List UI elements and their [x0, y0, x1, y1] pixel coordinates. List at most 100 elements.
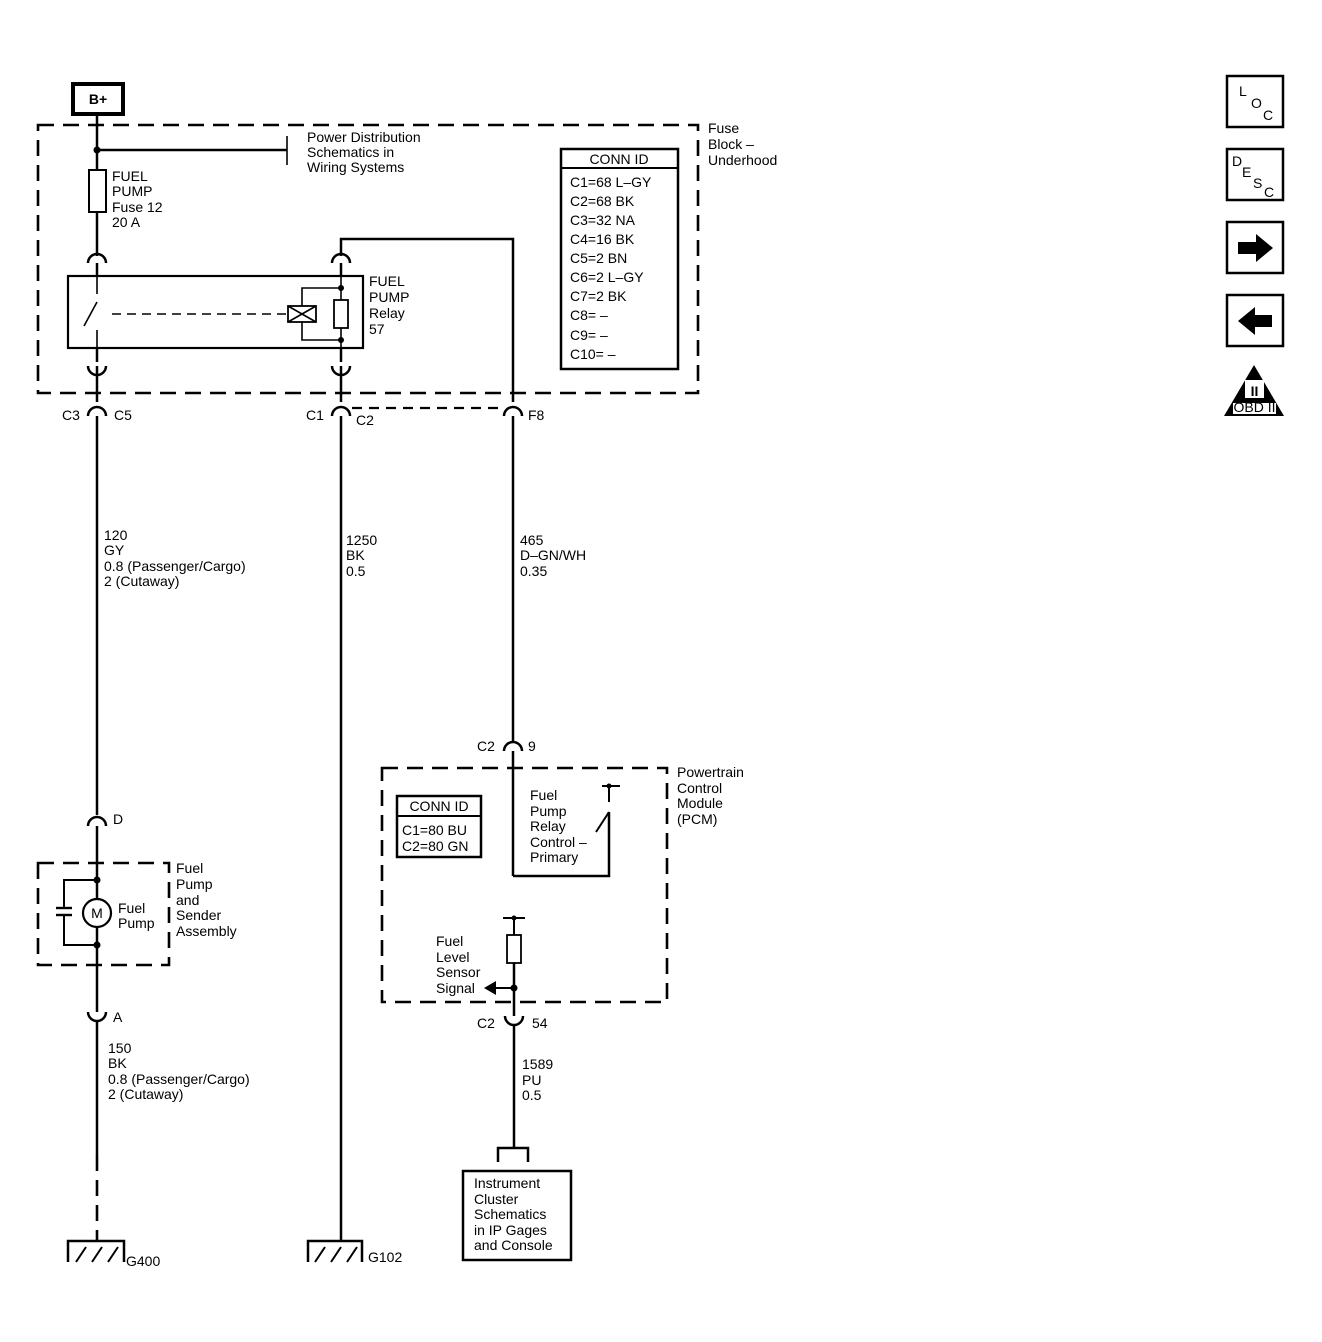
ground-g102 [306, 1239, 364, 1263]
connector-label: C2 [477, 1015, 495, 1031]
relay-control-line: Fuel [530, 787, 557, 803]
power-distribution-line: Schematics in [307, 144, 394, 160]
relay-switch-blade [83, 301, 98, 327]
wire-465-label: 465 D–GN/WH 0.35 [520, 532, 586, 579]
fuel-level-line: Level [436, 949, 469, 965]
prev-page-button[interactable] [1225, 293, 1285, 348]
connector-label: 9 [528, 738, 536, 754]
splice-dot [606, 783, 612, 789]
wire-label-line: 0.35 [520, 563, 547, 579]
wire-label-line: 1250 [346, 532, 377, 548]
reference-bracket [496, 1146, 530, 1162]
fuel-pump-fuse [88, 169, 107, 213]
instrument-cluster-line: Schematics [474, 1206, 546, 1222]
relay-label: FUEL PUMP Relay 57 [369, 273, 409, 337]
connector-arc [86, 252, 108, 264]
pcm-title-line: Control [677, 780, 722, 796]
assembly-title-line: and [176, 892, 199, 908]
power-distribution-ref[interactable]: Power Distribution Schematics in Wiring … [307, 129, 421, 175]
wire-label-line: BK [346, 547, 365, 563]
loc-button[interactable]: L O C [1225, 74, 1285, 129]
wire-label-line: 2 (Cutaway) [104, 573, 179, 589]
pcm-title: Powertrain Control Module (PCM) [677, 764, 744, 827]
wire-label-line: 120 [104, 527, 128, 543]
relay-label-line: PUMP [369, 289, 409, 305]
signal-arrow-icon [484, 981, 496, 995]
fuel-level-line: Fuel [436, 933, 463, 949]
wire-label-line: PU [522, 1072, 541, 1088]
connector-pcm-c2-54 [503, 1015, 525, 1027]
arrow-left-icon [1238, 307, 1272, 335]
conn-id-row: C3=32 NA [570, 212, 636, 228]
wire-label-line: 0.8 (Passenger/Cargo) [108, 1071, 250, 1087]
fuse-label-line: FUEL [112, 168, 148, 184]
relay-coil-x [287, 305, 317, 323]
connector-label: C1 [306, 407, 324, 423]
wire-label-line: 2 (Cutaway) [108, 1086, 183, 1102]
desc-letter: D [1232, 153, 1242, 169]
assembly-title-line: Pump [176, 876, 213, 892]
fuel-pump-assembly-title: Fuel Pump and Sender Assembly [176, 860, 237, 939]
wire-label-line: 150 [108, 1040, 132, 1056]
desc-letter: S [1253, 175, 1262, 191]
conn-id-row: C2=80 GN [402, 838, 469, 854]
splice-dot [338, 285, 344, 291]
arrow-right-icon [1238, 234, 1273, 262]
wire-120-label: 120 GY 0.8 (Passenger/Cargo) 2 (Cutaway) [104, 527, 246, 589]
relay-coil-lead [301, 322, 341, 341]
loc-letter: O [1251, 95, 1262, 111]
connector-d [86, 815, 108, 827]
pcm-title-line: Module [677, 795, 723, 811]
conn-id-row: C10= – [570, 346, 616, 362]
conn-id-row: C2=68 BK [570, 193, 635, 209]
desc-button[interactable]: D E S C [1225, 147, 1285, 202]
fuse-block-title-line: Underhood [708, 152, 777, 168]
ground-label: G400 [126, 1253, 160, 1269]
connector-a [86, 1011, 108, 1023]
wire-label-line: 465 [520, 532, 544, 548]
wire-150-label: 150 BK 0.8 (Passenger/Cargo) 2 (Cutaway) [108, 1040, 250, 1102]
assembly-title-line: Sender [176, 907, 221, 923]
instrument-cluster-ref[interactable]: Instrument Cluster Schematics in IP Gage… [461, 1169, 573, 1262]
relay-control-wire [339, 237, 515, 402]
fuse-label-line: 20 A [112, 214, 141, 230]
relay-label-line: FUEL [369, 273, 405, 289]
relay-label-line: 57 [369, 321, 385, 337]
fuel-pump-assembly-boundary [36, 861, 171, 967]
wire-1589-label: 1589 PU 0.5 [522, 1056, 553, 1103]
pullup-resistor [506, 934, 522, 964]
next-page-button[interactable] [1225, 220, 1285, 275]
obd-badge [1245, 380, 1264, 398]
ground-g400 [66, 1239, 126, 1263]
conn-id-row: C8= – [570, 307, 608, 323]
fuse-label: FUEL PUMP Fuse 12 20 A [112, 168, 163, 230]
fuse-label-line: PUMP [112, 183, 152, 199]
relay-diode-resistor [333, 299, 349, 329]
connector-label: A [113, 1009, 123, 1025]
wire-label-line: BK [108, 1055, 127, 1071]
conn-id-header: CONN ID [589, 151, 648, 167]
motor-label-line: Fuel [118, 900, 145, 916]
power-distribution-line: Wiring Systems [307, 159, 404, 175]
fuel-level-label: Fuel Level Sensor Signal [436, 933, 481, 996]
connector-c1-c2 [330, 405, 352, 417]
assembly-title-line: Assembly [176, 923, 237, 939]
conn-id-row: C4=16 BK [570, 231, 635, 247]
instrument-cluster-line: Instrument [474, 1175, 540, 1191]
fuel-pump-motor-label: Fuel Pump [118, 900, 155, 931]
obd-label-bg [1233, 403, 1276, 414]
connector-f8 [502, 405, 524, 417]
wire-label-line: 0.8 (Passenger/Cargo) [104, 558, 246, 574]
connector-c3-c5 [86, 405, 108, 417]
wire-label-line: 1589 [522, 1056, 553, 1072]
relay-control-line: Primary [530, 849, 578, 865]
fuse-label-line: Fuse 12 [112, 199, 163, 215]
fuel-level-line: Sensor [436, 964, 481, 980]
conn-id-row: C5=2 BN [570, 250, 627, 266]
obd-ii-button[interactable]: II OBD II [1224, 365, 1284, 416]
motor-symbol: M [91, 905, 103, 921]
motor-label-line: Pump [118, 915, 155, 931]
desc-letter: E [1242, 164, 1251, 180]
wire-label-line: GY [104, 542, 125, 558]
